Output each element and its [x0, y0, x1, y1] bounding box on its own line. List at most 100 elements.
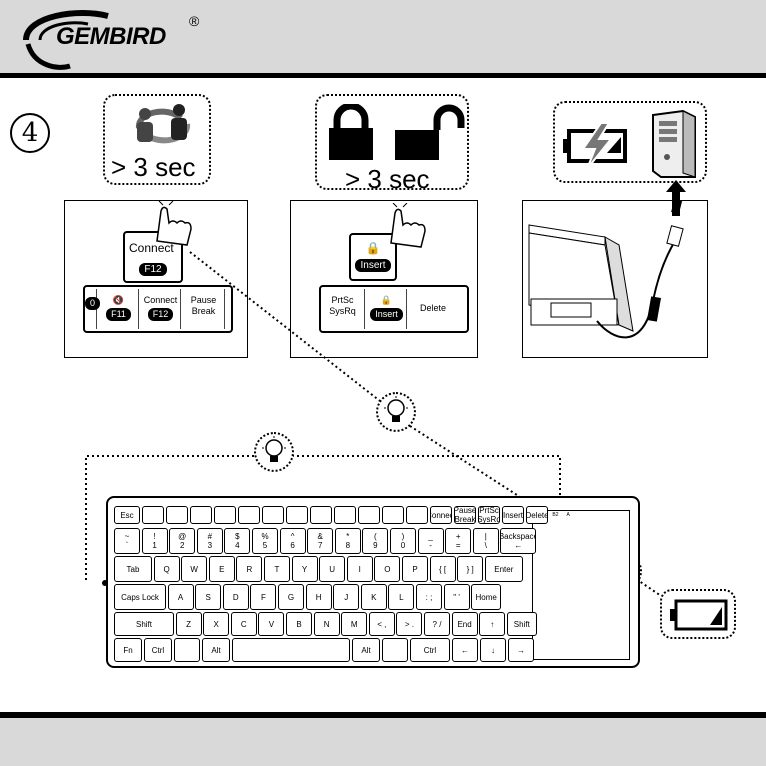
home-row-key-1: A	[167, 584, 194, 610]
home-row-key-2: S	[195, 584, 222, 610]
shift-row-key-4: V	[258, 612, 285, 636]
shift-row-key-11: End	[451, 612, 478, 636]
qwerty-row-key-1: Q	[153, 556, 180, 582]
number-row-key-4: $4	[224, 528, 251, 554]
lock-hold-time: > 3 sec	[345, 164, 430, 194]
home-row-key-5: G	[278, 584, 304, 610]
number-row-key-12: +=	[445, 528, 472, 554]
fn-row-key-16: Insert	[502, 506, 524, 524]
number-row-key-1: !1	[141, 528, 168, 554]
home-row-key-4: F	[250, 584, 277, 610]
bottom-row-key-3: Alt	[202, 638, 230, 662]
qwerty-row-key-13: Enter	[484, 556, 523, 582]
footer-bar	[0, 712, 766, 766]
low-battery-icon	[670, 599, 728, 631]
fn-row-key-4	[214, 506, 236, 524]
unlock-icon	[395, 104, 465, 160]
bottom-row-key-9: ↓	[480, 638, 506, 662]
shift-row-key-6: N	[313, 612, 340, 636]
qwerty-row-key-5: T	[264, 556, 290, 582]
number-row-key-14: Backspace←	[500, 528, 537, 554]
step-number: 4	[10, 113, 50, 153]
number-row-key-5: %5	[252, 528, 278, 554]
home-row-key-7: J	[333, 584, 360, 610]
charging-battery-icon	[563, 123, 627, 169]
pressing-finger-icon	[156, 201, 192, 246]
qwerty-row-key-10: P	[402, 556, 428, 582]
connect-key-label: Connect	[129, 241, 174, 255]
number-row-key-13: |\	[472, 528, 499, 554]
qwerty-row-key-6: Y	[291, 556, 318, 582]
lock-icon	[329, 104, 373, 160]
lightbulb-icon	[384, 396, 408, 422]
qwerty-row-key-7: U	[319, 556, 346, 582]
shift-row-key-9: > .	[396, 612, 423, 636]
lightbulb-icon	[262, 436, 286, 462]
fn-row-key-6	[262, 506, 284, 524]
bottom-row-key-4	[232, 638, 350, 662]
key-f11: 🔇F11	[99, 289, 139, 329]
shift-row-key-13: Shift	[506, 612, 537, 636]
fn-row-key-0: Esc	[114, 506, 140, 524]
usb-panel	[522, 200, 708, 358]
home-row-key-3: D	[222, 584, 249, 610]
key-zero-partial: 0	[85, 289, 101, 329]
bottom-row-key-0: Fn	[114, 638, 142, 662]
qwerty-row-key-3: E	[208, 556, 235, 582]
fn-row-key-17: Delete	[526, 506, 548, 524]
qwerty-row-key-12: } ]	[457, 556, 484, 582]
fn-row-key-9	[334, 506, 356, 524]
fn-row-key-5	[238, 506, 260, 524]
fn-row-key-11	[382, 506, 404, 524]
shift-row-key-8: < ,	[368, 612, 395, 636]
fn-row-key-3	[190, 506, 212, 524]
shift-row-key-2: X	[203, 612, 230, 636]
up-arrow-icon	[666, 180, 686, 216]
bottom-row-key-5: Alt	[352, 638, 380, 662]
bottom-row-key-8: ←	[452, 638, 478, 662]
fn-row-key-13: Connect	[430, 506, 452, 524]
shift-row-key-3: C	[230, 612, 257, 636]
shift-row-key-7: M	[341, 612, 368, 636]
number-row-key-8: *8	[334, 528, 361, 554]
fn-row-key-12	[406, 506, 428, 524]
shift-row-key-12: ↑	[479, 612, 506, 636]
qwerty-row-key-11: { [	[429, 556, 456, 582]
people-connect-icon	[136, 104, 190, 144]
home-row-key-9: L	[388, 584, 415, 610]
home-row-key-8: K	[360, 584, 387, 610]
computer-tower-icon	[652, 109, 696, 178]
fn-row-key-1	[142, 506, 164, 524]
number-row-key-10: )0	[390, 528, 416, 554]
lock-key-fn: Insert	[355, 259, 391, 272]
number-row-key-7: &7	[307, 528, 334, 554]
shift-row-key-10: ? /	[424, 612, 450, 636]
led-a: A	[566, 512, 570, 518]
pressing-finger-icon-2	[390, 203, 426, 248]
shift-row-key-1: Z	[175, 612, 202, 636]
qwerty-row-key-0: Tab	[114, 556, 152, 582]
home-row-key-0: Caps Lock	[114, 584, 166, 610]
number-row-key-9: (9	[362, 528, 389, 554]
shift-row-key-5: B	[286, 612, 312, 636]
fn-row-key-7	[286, 506, 308, 524]
bottom-row-key-2	[174, 638, 200, 662]
brand-name: GEMBIRD	[56, 23, 166, 50]
connect-bubble: > 3 sec	[103, 94, 211, 185]
fn-row-key-8	[310, 506, 332, 524]
home-row-key-6: H	[305, 584, 332, 610]
bottom-row-key-1: Ctrl	[144, 638, 172, 662]
keyboard-usb-cable-illustration	[528, 201, 684, 339]
shift-row-key-0: Shift	[114, 612, 174, 636]
indicator-bulb-2	[254, 432, 294, 472]
home-row-key-10: : ;	[416, 584, 442, 610]
led-b2: B2	[552, 512, 559, 518]
number-row-key-2: @2	[169, 528, 196, 554]
